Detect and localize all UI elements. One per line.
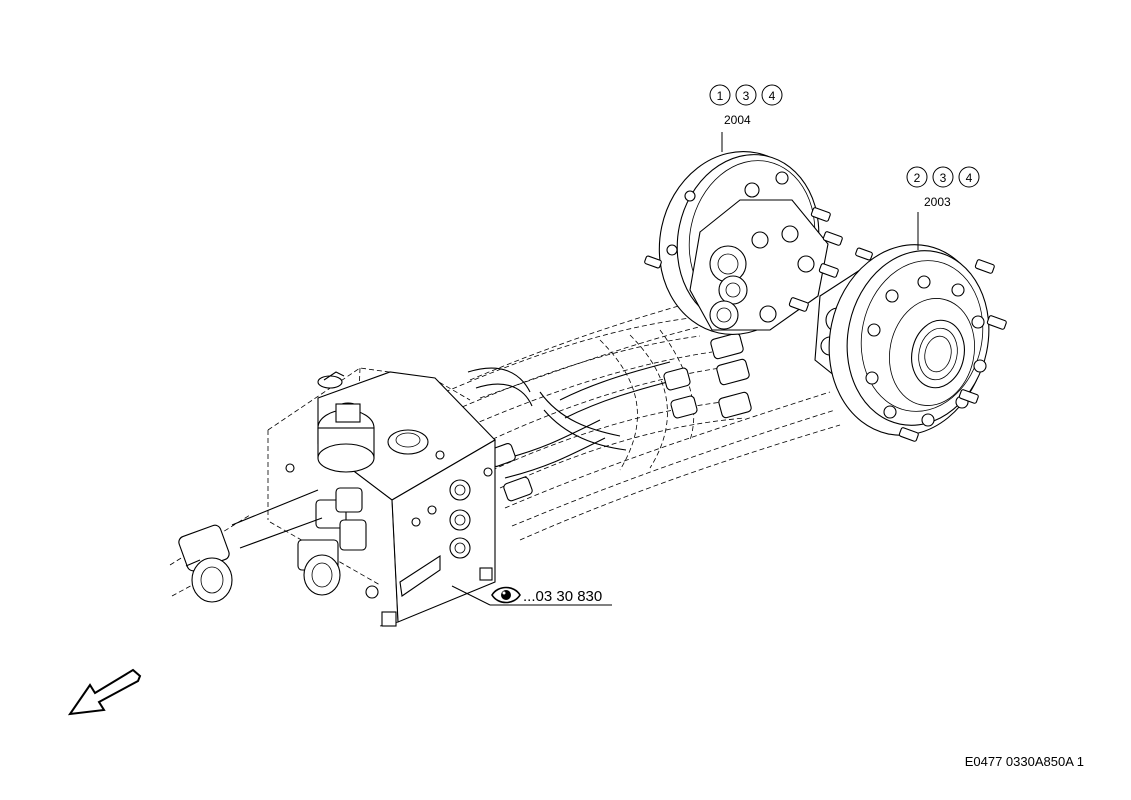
callout-bubble	[932, 166, 954, 188]
callout-number: 3	[743, 89, 750, 103]
callout-number: 3	[940, 171, 947, 185]
hydraulic-hoses	[444, 299, 841, 541]
direction-arrow-icon	[67, 668, 142, 716]
hydraulic-motor-left	[644, 151, 843, 335]
callout-number: 2	[914, 171, 921, 185]
view-reference-text: ...03 30 830	[523, 588, 602, 605]
callout-bubble	[735, 84, 757, 106]
callout-bubble	[761, 84, 783, 106]
figure-id: E0477 0330A850A 1	[964, 754, 1084, 769]
callout-code: 2003	[924, 195, 951, 209]
view-reference: ...03 30 830	[451, 585, 612, 606]
callout-2003: 2 3 4 2003	[906, 166, 980, 250]
callout-number: 4	[769, 89, 776, 103]
leader-line	[451, 585, 491, 606]
callout-bubble	[709, 84, 731, 106]
callout-bubble	[906, 166, 928, 188]
hydraulic-motor-right	[814, 244, 1007, 442]
callout-2004: 1 3 4 2004	[709, 84, 783, 152]
callout-number: 4	[966, 171, 973, 185]
valve-block	[169, 367, 496, 627]
eye-icon	[491, 586, 521, 604]
callout-code: 2004	[724, 113, 751, 127]
callout-number: 1	[717, 89, 724, 103]
callout-bubble	[958, 166, 980, 188]
